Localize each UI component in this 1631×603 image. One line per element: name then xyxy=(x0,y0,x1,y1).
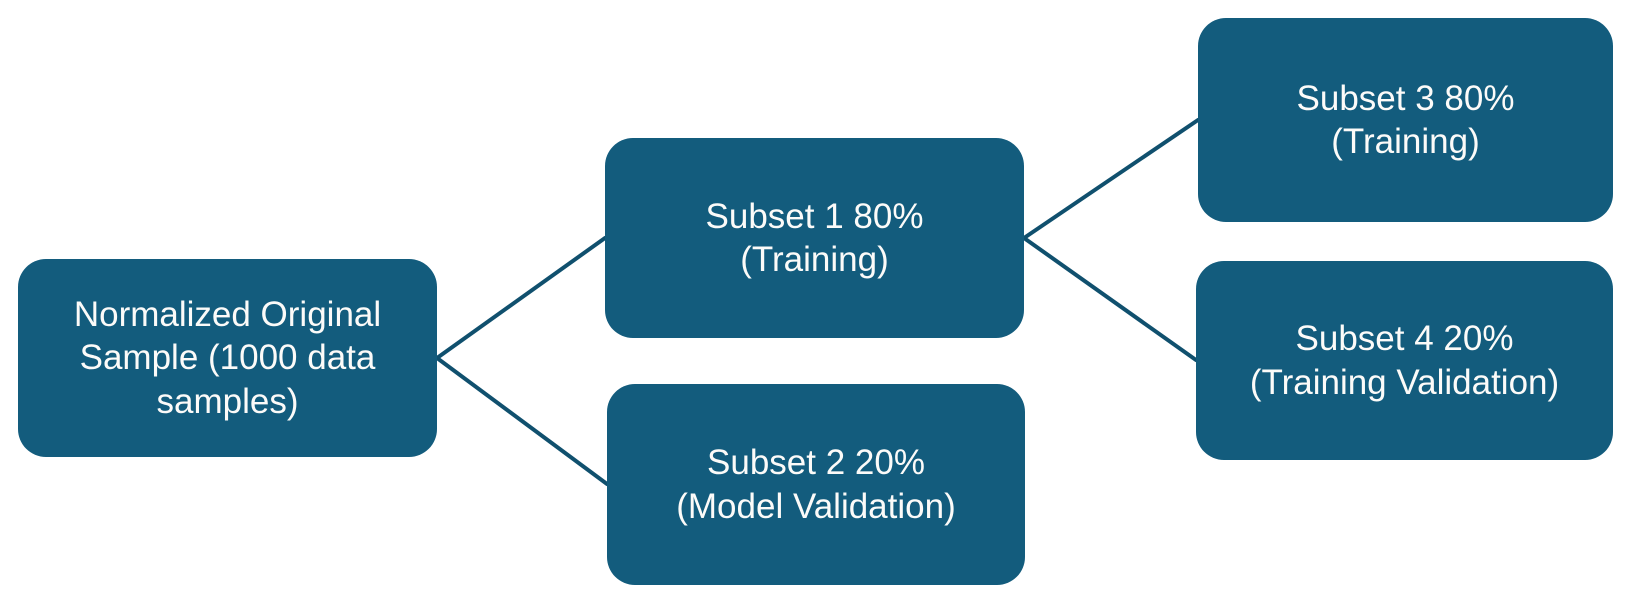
node-subset-4-training-validation-label: Subset 4 20% (Training Validation) xyxy=(1249,319,1560,402)
node-subset-2-model-validation: Subset 2 20% (Model Validation) xyxy=(607,384,1025,585)
connector-subset1-to-subset4 xyxy=(1022,236,1198,362)
connector-root-to-subset1 xyxy=(435,236,607,360)
node-subset-1-training-label: Subset 1 80% (Training) xyxy=(705,196,924,279)
connector-subset1-to-subset3 xyxy=(1022,118,1200,240)
node-subset-3-training: Subset 3 80% (Training) xyxy=(1198,18,1613,222)
node-normalized-original-sample: Normalized Original Sample (1000 data sa… xyxy=(18,259,437,457)
node-normalized-original-sample-label: Normalized Original Sample (1000 data sa… xyxy=(73,294,382,421)
connector-root-to-subset2 xyxy=(435,356,609,486)
node-subset-4-training-validation: Subset 4 20% (Training Validation) xyxy=(1196,261,1613,460)
node-subset-2-model-validation-label: Subset 2 20% (Model Validation) xyxy=(676,443,956,526)
node-subset-3-training-label: Subset 3 80% (Training) xyxy=(1296,78,1515,161)
node-subset-1-training: Subset 1 80% (Training) xyxy=(605,138,1024,338)
